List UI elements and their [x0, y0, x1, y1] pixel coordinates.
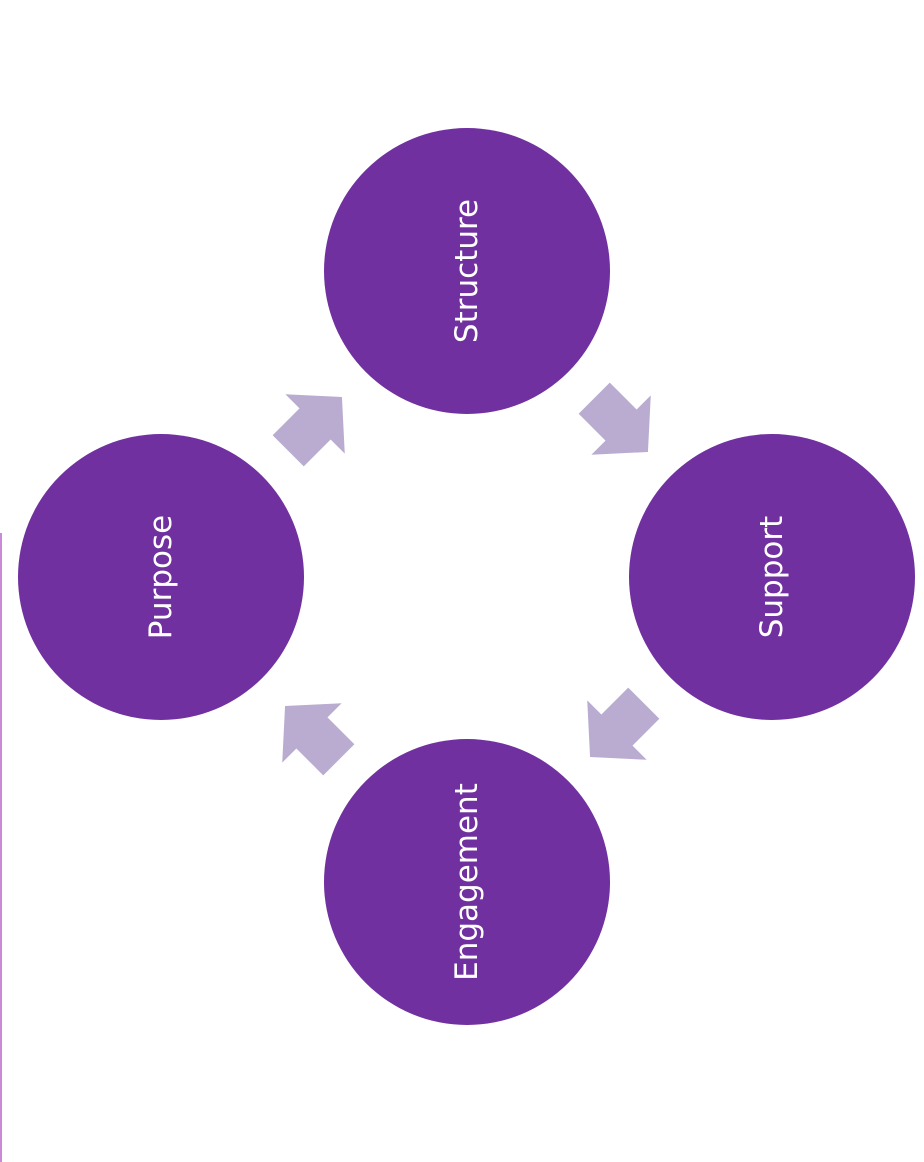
node-purpose-circle	[18, 434, 304, 720]
node-purpose-label: Purpose	[143, 515, 179, 639]
node-support-label: Support	[754, 516, 790, 639]
arrow-purpose-to-structure	[272, 394, 345, 467]
node-engagement-circle	[324, 739, 610, 1025]
node-structure: Structure	[324, 128, 610, 414]
arrow-structure-to-support	[578, 382, 651, 455]
node-engagement: Engagement	[324, 739, 610, 1025]
node-support: Support	[629, 434, 915, 720]
node-engagement-label: Engagement	[449, 783, 485, 981]
arrow-support-to-engagement	[587, 687, 660, 760]
arrow-engagement-to-purpose	[282, 703, 355, 776]
node-purpose: Purpose	[18, 434, 304, 720]
node-structure-label: Structure	[449, 199, 485, 343]
page-edge-line	[0, 533, 2, 1162]
node-structure-circle	[324, 128, 610, 414]
node-support-circle	[629, 434, 915, 720]
